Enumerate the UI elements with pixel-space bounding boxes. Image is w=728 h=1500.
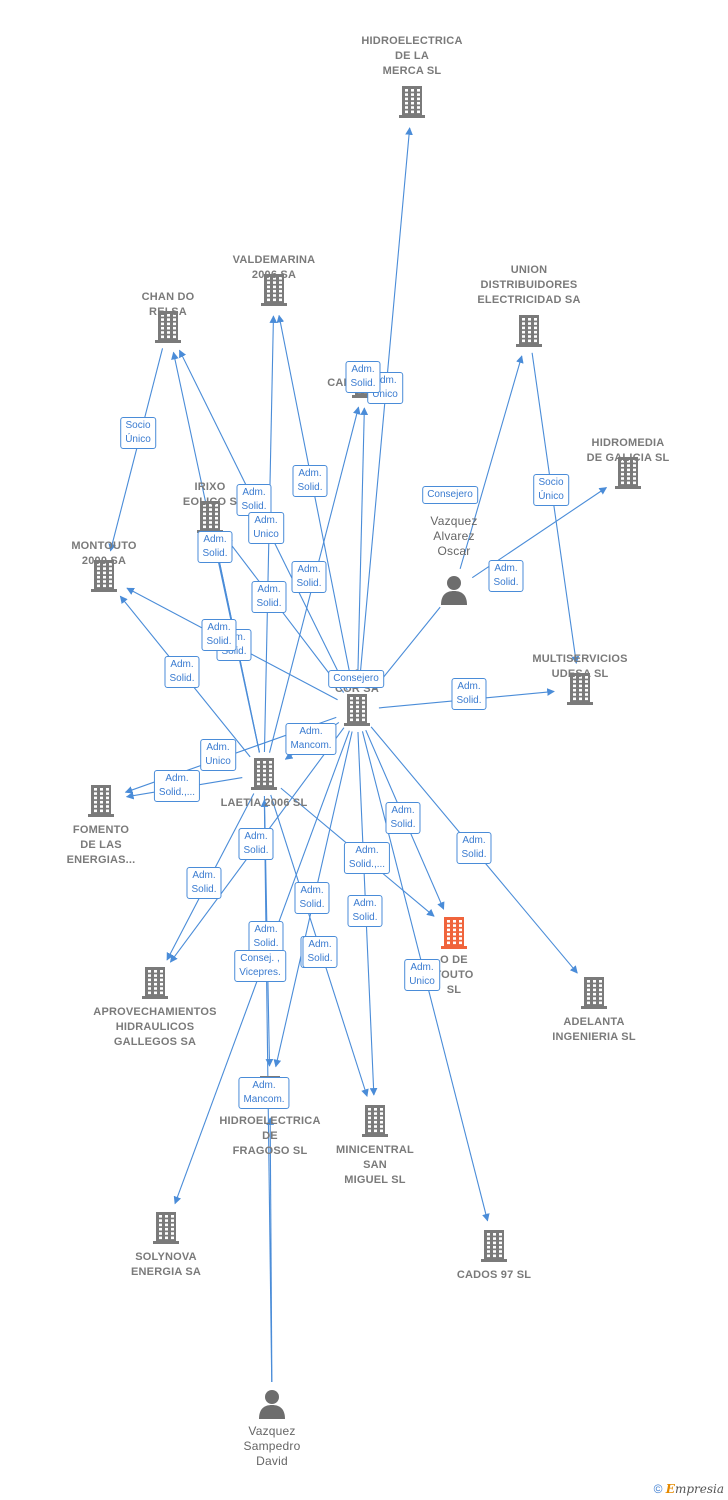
building-icon[interactable] bbox=[361, 1104, 389, 1143]
role-label[interactable]: Adm. Solid. bbox=[164, 656, 200, 688]
building-icon[interactable] bbox=[614, 456, 642, 495]
node-label-multiservicios[interactable]: MULTISERVICIOS UDESA SL bbox=[532, 653, 628, 680]
building-icon[interactable] bbox=[90, 559, 118, 598]
building-icon[interactable] bbox=[260, 273, 288, 312]
node-label-valdemarina[interactable]: VALDEMARINA 2006 SA bbox=[232, 254, 316, 281]
role-label[interactable]: Adm. Solid. bbox=[248, 921, 284, 953]
role-label[interactable]: Adm. Solid. bbox=[347, 895, 383, 927]
edge-vazquez-alvarez-to-union-distribuidores bbox=[459, 355, 524, 570]
role-label[interactable]: Adm. Solid. bbox=[236, 484, 272, 516]
node-label-aprovechamientos[interactable]: APROVECHAMIENTOS HIDRAULICOS GALLEGOS SA bbox=[93, 1006, 217, 1048]
building-icon[interactable] bbox=[440, 916, 468, 955]
role-label[interactable]: Adm. Mancom. bbox=[285, 723, 337, 755]
node-label-montouto-focus[interactable]: O DE TOUTO SL bbox=[434, 954, 474, 996]
role-label[interactable]: Adm. Solid. bbox=[385, 802, 421, 834]
role-label[interactable]: Adm. Solid. bbox=[251, 581, 287, 613]
node-label-minicentral[interactable]: MINICENTRAL SAN MIGUEL SL bbox=[336, 1144, 414, 1186]
person-icon[interactable] bbox=[258, 1389, 286, 1424]
building-icon[interactable] bbox=[343, 693, 371, 732]
node-label-adelanta[interactable]: ADELANTA INGENIERIA SL bbox=[552, 1016, 636, 1043]
edge-union-distribuidores-to-multiservicios bbox=[531, 352, 580, 665]
edge-corp-to-hidroelectrica-merca bbox=[358, 127, 413, 689]
role-label[interactable]: Adm. Unico bbox=[248, 512, 284, 544]
role-label[interactable]: Adm. Solid. bbox=[186, 867, 222, 899]
edge-corp-to-cados-99 bbox=[356, 407, 369, 689]
building-icon[interactable] bbox=[566, 672, 594, 711]
building-icon[interactable] bbox=[515, 314, 543, 353]
role-label[interactable]: Adm. Unico bbox=[200, 739, 236, 771]
building-icon[interactable] bbox=[87, 784, 115, 823]
role-label[interactable]: Adm. Solid.,... bbox=[343, 842, 391, 874]
node-label-union-distribuidores[interactable]: UNION DISTRIBUIDORES ELECTRICIDAD SA bbox=[477, 264, 581, 306]
node-label-irixo[interactable]: IRIXO EOLICO S bbox=[182, 481, 238, 508]
copyright-symbol: © bbox=[653, 1482, 663, 1496]
building-icon[interactable] bbox=[152, 1211, 180, 1250]
role-label[interactable]: Adm. Solid. bbox=[291, 561, 327, 593]
role-label[interactable]: Adm. Solid.,... bbox=[153, 770, 201, 802]
building-icon[interactable] bbox=[154, 310, 182, 349]
node-label-vazquez-alvarez[interactable]: Vazquez Alvarez Oscar bbox=[430, 514, 478, 558]
node-label-fomento[interactable]: FOMENTO DE LAS ENERGIAS... bbox=[66, 824, 136, 866]
role-label[interactable]: Adm. Unico bbox=[404, 959, 440, 991]
role-label[interactable]: Adm. Solid. bbox=[456, 832, 492, 864]
role-label[interactable]: Adm. Solid. bbox=[302, 936, 338, 968]
role-label[interactable]: Adm. Solid. bbox=[201, 619, 237, 651]
role-label[interactable]: Adm. Solid. bbox=[238, 828, 274, 860]
role-label[interactable]: Consej. , Vicepres. bbox=[234, 950, 286, 982]
building-icon[interactable] bbox=[250, 757, 278, 796]
edge-corp-to-irixo bbox=[225, 537, 345, 693]
role-label[interactable]: Adm. Mancom. bbox=[238, 1077, 290, 1109]
node-label-solynova[interactable]: SOLYNOVA ENERGIA SA bbox=[130, 1251, 202, 1278]
node-label-hidromedia[interactable]: HIDROMEDIA DE GALICIA SL bbox=[586, 437, 670, 464]
brand-logo[interactable]: Empresia bbox=[665, 1482, 724, 1496]
node-label-chan-do-rei[interactable]: CHAN DO REI SA bbox=[141, 291, 195, 318]
role-label[interactable]: Socio Único bbox=[533, 474, 569, 506]
role-label[interactable]: Consejero bbox=[422, 486, 478, 504]
role-label[interactable]: Adm. Solid. bbox=[197, 531, 233, 563]
edge-chan-do-rei-to-montouto-2000 bbox=[108, 348, 164, 552]
building-icon[interactable] bbox=[398, 85, 426, 124]
footer-credit: © Empresia bbox=[654, 1482, 724, 1496]
building-icon[interactable] bbox=[580, 976, 608, 1015]
role-label[interactable]: Consejero bbox=[328, 670, 384, 688]
node-label-hidroelectrica-merca[interactable]: HIDROELECTRICA DE LA MERCA SL bbox=[361, 35, 463, 77]
node-label-laetia[interactable]: LAETIA 2006 SL bbox=[220, 797, 308, 809]
role-label[interactable]: Adm. Solid. bbox=[345, 361, 381, 393]
person-icon[interactable] bbox=[440, 575, 468, 610]
edge-vazquez-alvarez-to-corp bbox=[372, 606, 441, 691]
role-label[interactable]: Adm. Solid. bbox=[292, 465, 328, 497]
building-icon[interactable] bbox=[141, 966, 169, 1005]
edge-corp-to-valdemarina bbox=[276, 314, 354, 689]
node-label-vazquez-sampedro[interactable]: Vazquez Sampedro David bbox=[243, 1424, 301, 1468]
role-label[interactable]: Adm. Solid. bbox=[451, 678, 487, 710]
node-label-cados-97[interactable]: CADOS 97 SL bbox=[456, 1269, 532, 1281]
node-label-hidroelectrica-fragoso[interactable]: HIDROELECTRICA DE FRAGOSO SL bbox=[219, 1115, 321, 1157]
role-label[interactable]: Adm. Solid. bbox=[488, 560, 524, 592]
role-label[interactable]: Socio Único bbox=[120, 417, 156, 449]
role-label[interactable]: Adm. Solid. bbox=[294, 882, 330, 914]
building-icon[interactable] bbox=[480, 1229, 508, 1268]
node-label-montouto-2000[interactable]: MONTOUTO 2000 SA bbox=[71, 540, 137, 567]
